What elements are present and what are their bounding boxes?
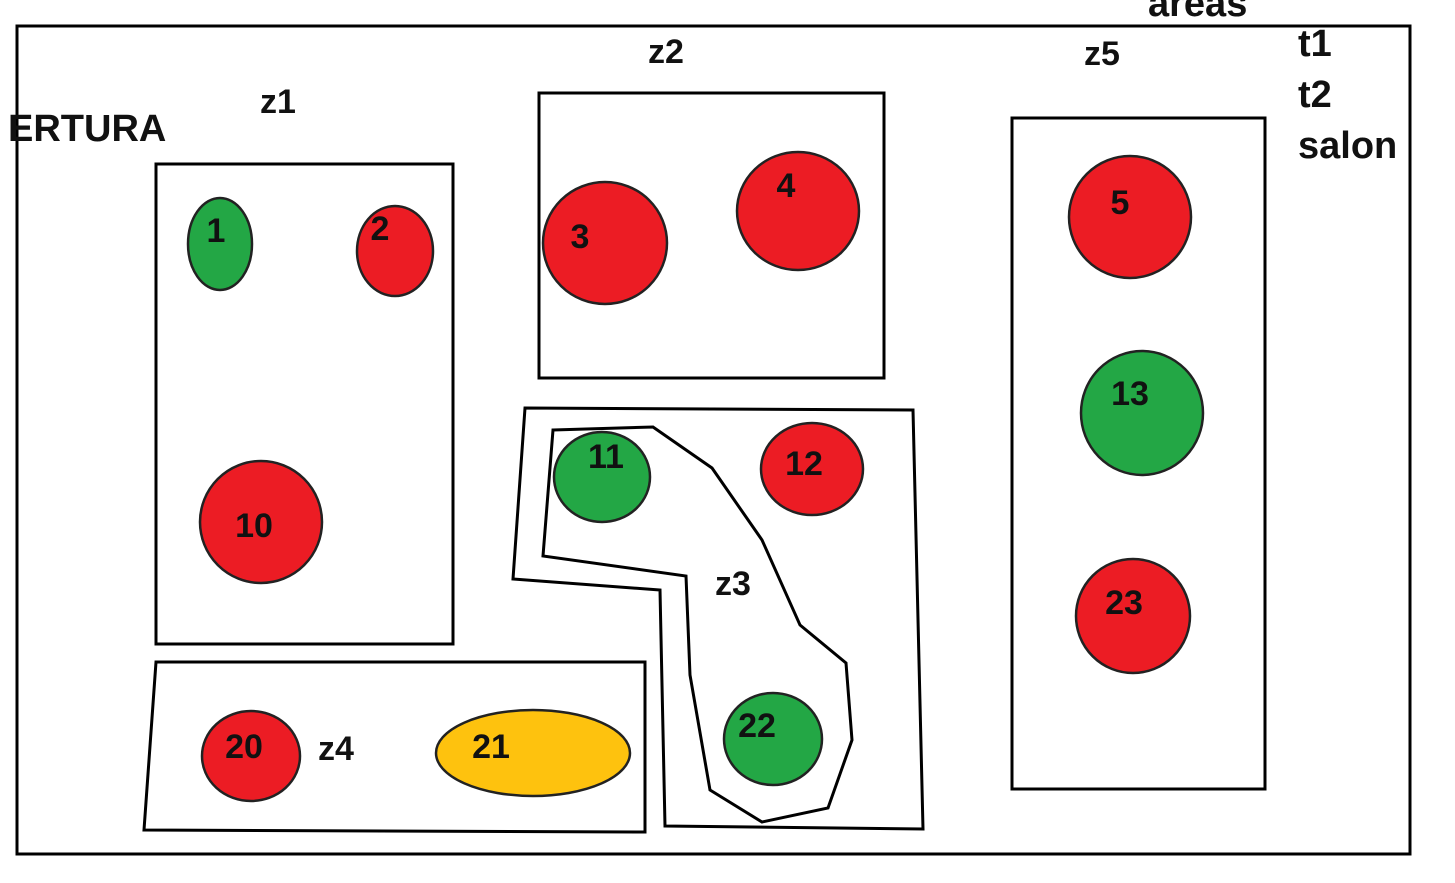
table-marker[interactable] [186,196,254,292]
table-4[interactable]: 4 [735,150,861,272]
zone-z1-area[interactable] [154,162,455,646]
table-1[interactable]: 1 [186,196,254,292]
table-marker[interactable] [1074,557,1192,675]
zone-z3-label: z3 [715,565,751,603]
floor-outline [15,24,1412,856]
table-number: 1 [207,212,226,250]
table-12[interactable]: 12 [759,421,865,517]
table-number: 21 [472,728,510,766]
table-marker[interactable] [1067,154,1193,280]
table-2[interactable]: 2 [355,204,435,298]
zone-z3-inner-path [541,425,854,824]
table-number: 4 [777,167,796,205]
table-number: 22 [738,707,776,745]
table-21[interactable]: 21 [434,708,632,798]
table-marker[interactable] [759,421,865,517]
table-marker[interactable] [198,459,324,585]
table-marker[interactable] [735,150,861,272]
legend-item-t1: t1 [1298,23,1332,65]
zone-z2-label: z2 [648,33,684,71]
zone-z2-area[interactable] [537,91,886,380]
table-number: 2 [371,210,390,248]
table-3[interactable]: 3 [541,180,669,306]
table-marker[interactable] [1079,349,1205,477]
table-marker[interactable] [541,180,669,306]
top-fragment-text: areas [1148,0,1247,25]
table-5[interactable]: 5 [1067,154,1193,280]
table-marker[interactable] [200,709,302,803]
table-22[interactable]: 22 [722,691,824,787]
table-marker[interactable] [355,204,435,298]
table-10[interactable]: 10 [198,459,324,585]
zone-z4-area[interactable] [142,660,647,834]
table-marker[interactable] [434,708,632,798]
table-number: 10 [235,507,273,545]
table-number: 11 [588,438,624,476]
table-20[interactable]: 20 [200,709,302,803]
table-number: 13 [1111,375,1149,413]
zone-z1-label: z1 [260,83,296,121]
table-marker[interactable] [552,430,652,524]
table-number: 20 [225,728,263,766]
legend-item-salon: salon [1298,125,1397,167]
table-number: 5 [1111,184,1130,222]
zone-z4-label: z4 [318,730,354,768]
left-label: ERTURA [8,108,166,150]
table-number: 12 [785,445,823,483]
legend-item-t2: t2 [1298,74,1332,116]
table-23[interactable]: 23 [1074,557,1192,675]
table-number: 23 [1105,584,1143,622]
table-11[interactable]: 11 [552,430,652,524]
table-marker[interactable] [722,691,824,787]
zone-z5-area[interactable] [1010,116,1267,791]
table-number: 3 [571,218,590,256]
table-13[interactable]: 13 [1079,349,1205,477]
zone-z3-area[interactable] [511,406,925,831]
zone-z5-label: z5 [1084,35,1120,73]
